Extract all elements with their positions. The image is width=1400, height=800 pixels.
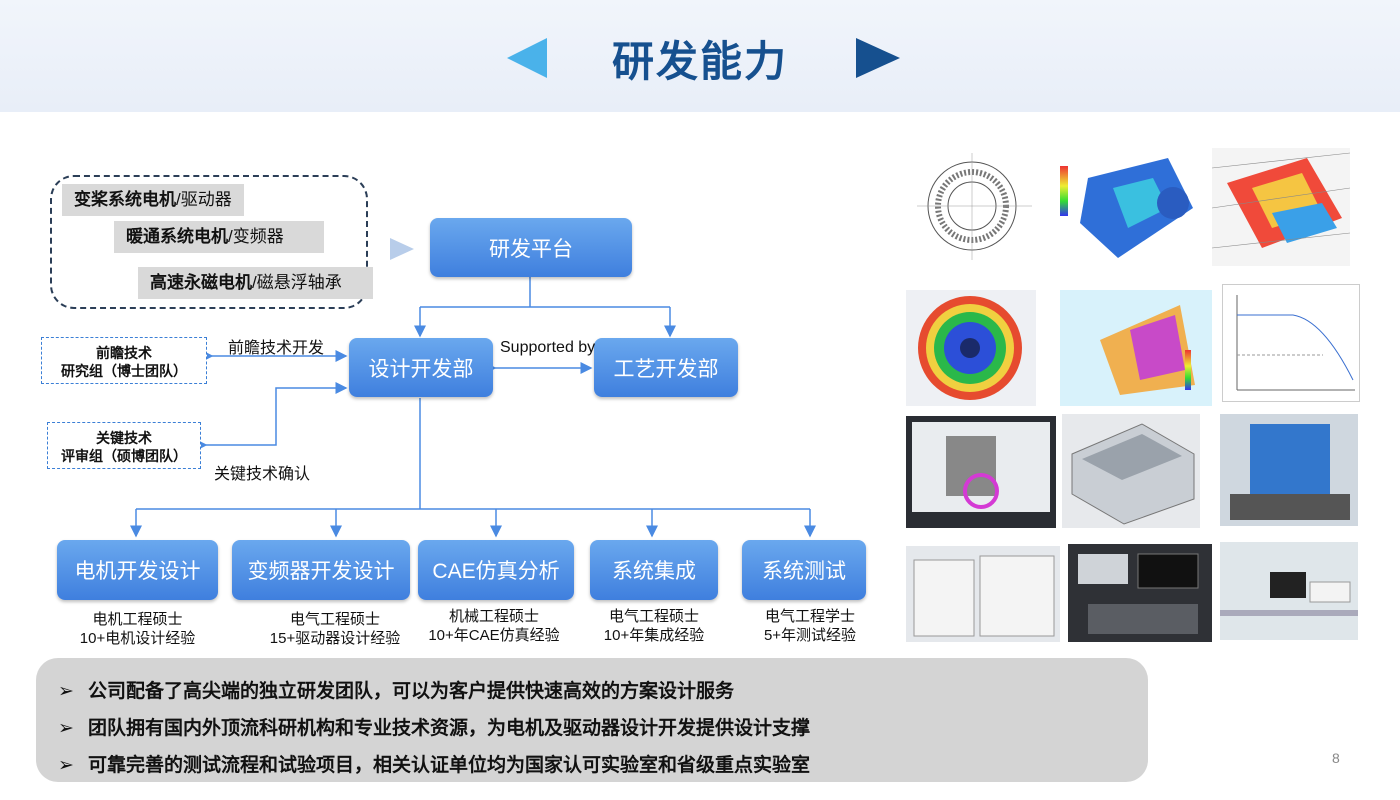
forward-research-group: 前瞻技术研究组（博士团队） — [41, 337, 207, 384]
motor-section-fea-image — [1060, 290, 1212, 406]
dept-motor-design: 电机开发设计 — [57, 540, 218, 600]
summary-bullet: ➢团队拥有国内外顶流科研机构和专业技术资源，为电机及驱动器设计开发提供设计支撑 — [58, 718, 811, 739]
process-dept-node: 工艺开发部 — [594, 338, 738, 397]
dept-system-integration: 系统集成 — [590, 540, 718, 600]
dept-system-test: 系统测试 — [742, 540, 866, 600]
market-chip: 高速永磁电机/磁悬浮轴承 — [138, 267, 373, 299]
market-chip: 变桨系统电机/驱动器 — [62, 184, 244, 216]
next-arrow-icon[interactable] — [856, 38, 900, 78]
header-band — [0, 0, 1400, 112]
page-title: 研发能力 — [611, 38, 788, 85]
market-group — [50, 175, 368, 309]
climate-chamber-image — [906, 546, 1060, 642]
summary-bullet: ➢公司配备了高尖端的独立研发团队，可以为客户提供快速高效的方案设计服务 — [58, 681, 735, 702]
cad-workstation-image — [906, 416, 1056, 528]
magnetic-field-image — [906, 290, 1036, 406]
market-chip: 暖通系统电机/变频器 — [114, 221, 324, 253]
summary-bullet: ➢可靠完善的测试流程和试验项目，相关认证单位均为国家认可实验室和省级重点实验室 — [58, 755, 811, 776]
rd-platform-node: 研发平台 — [430, 218, 632, 277]
thermal-simulation-image — [1212, 148, 1350, 266]
test-bench-image — [1068, 544, 1212, 642]
microscope-lab-image — [1220, 542, 1358, 640]
stator-drawing-image — [912, 148, 1038, 264]
dept-inverter-design: 变频器开发设计 — [232, 540, 410, 600]
page-number: 8 — [1332, 750, 1340, 766]
supported-by-label: Supported by — [500, 339, 596, 356]
forward-dev-label: 前瞻技术开发 — [228, 340, 325, 357]
summary-panel: ➢公司配备了高尖端的独立研发团队，可以为客户提供快速高效的方案设计服务 ➢团队拥… — [36, 658, 1148, 782]
cabinet-3d-model-image — [1062, 414, 1200, 528]
test-chamber-image — [1220, 414, 1358, 526]
key-tech-review-group: 关键技术评审组（硕博团队） — [47, 422, 201, 469]
torque-curve-chart-image — [1222, 284, 1360, 402]
dept-cae-analysis: CAE仿真分析 — [418, 540, 574, 600]
design-dept-node: 设计开发部 — [349, 338, 493, 397]
fea-motor-housing-image — [1058, 148, 1198, 264]
right-arrow-icon — [390, 238, 414, 260]
key-tech-confirm-label: 关键技术确认 — [214, 466, 311, 483]
prev-arrow-icon[interactable] — [507, 38, 547, 78]
